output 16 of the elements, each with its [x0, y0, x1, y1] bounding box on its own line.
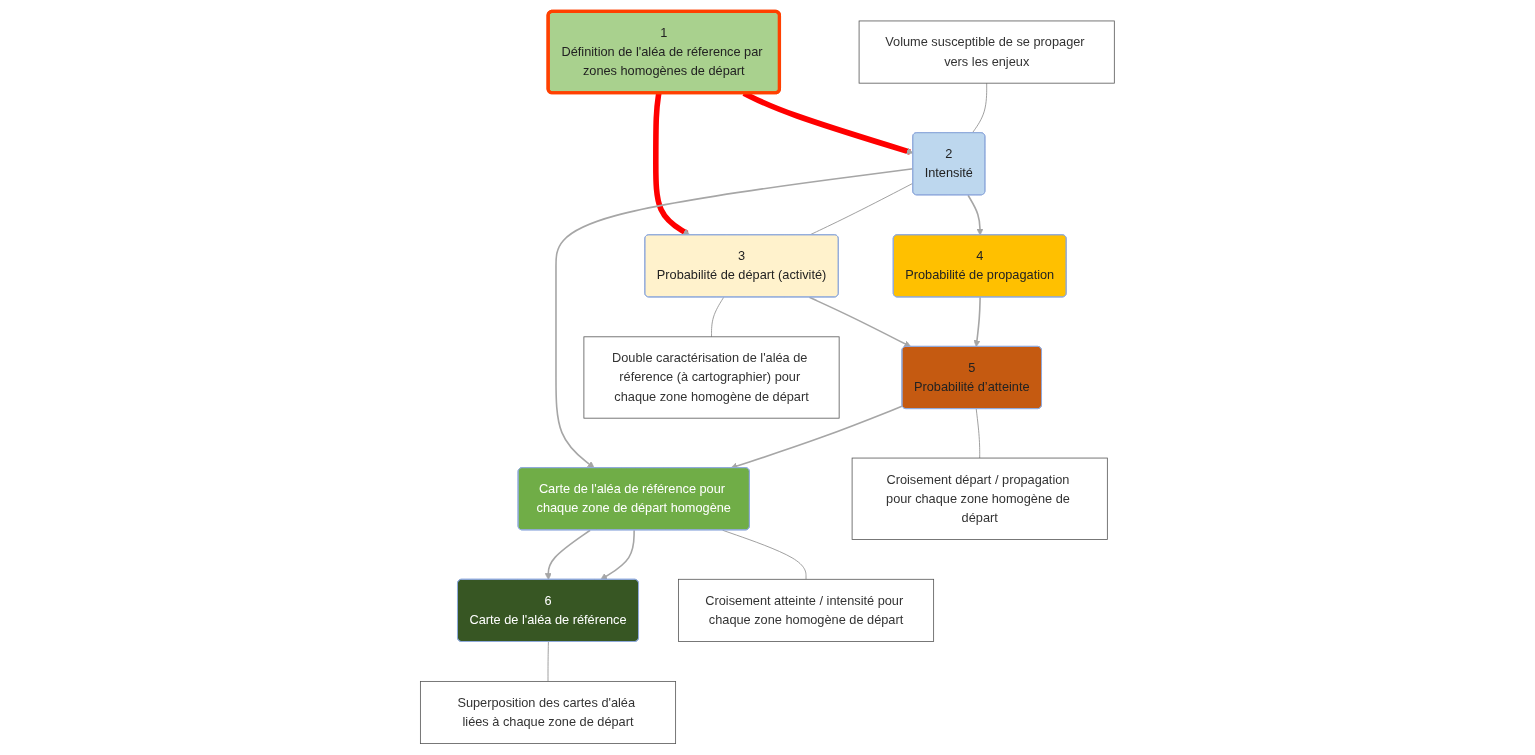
connector: [975, 408, 981, 459]
node-box: Volume susceptible de se propager vers les enjeux: [858, 20, 1115, 84]
connector: [711, 296, 725, 338]
node-box: Croisement départ / propagation pour chaque zone homogène de départ: [851, 457, 1108, 540]
arrow: [600, 529, 636, 580]
node-box: Croisement atteinte / intensité pour chaque zone homogène de départ: [678, 578, 935, 642]
arrow: [653, 92, 691, 236]
arrow: [544, 529, 592, 580]
node-box: Double caractérisation de l'aléa de réference (à cartographier) pour chaque zone homogène de départ: [583, 336, 840, 419]
connector: [547, 641, 549, 682]
arrow: [973, 296, 982, 348]
connector: [722, 529, 807, 580]
arrow: [967, 194, 984, 236]
arrow: [808, 296, 912, 348]
connector: [972, 82, 988, 134]
node-box: Superposition des cartes d'aléa liées à chaque zone de départ: [420, 681, 677, 744]
